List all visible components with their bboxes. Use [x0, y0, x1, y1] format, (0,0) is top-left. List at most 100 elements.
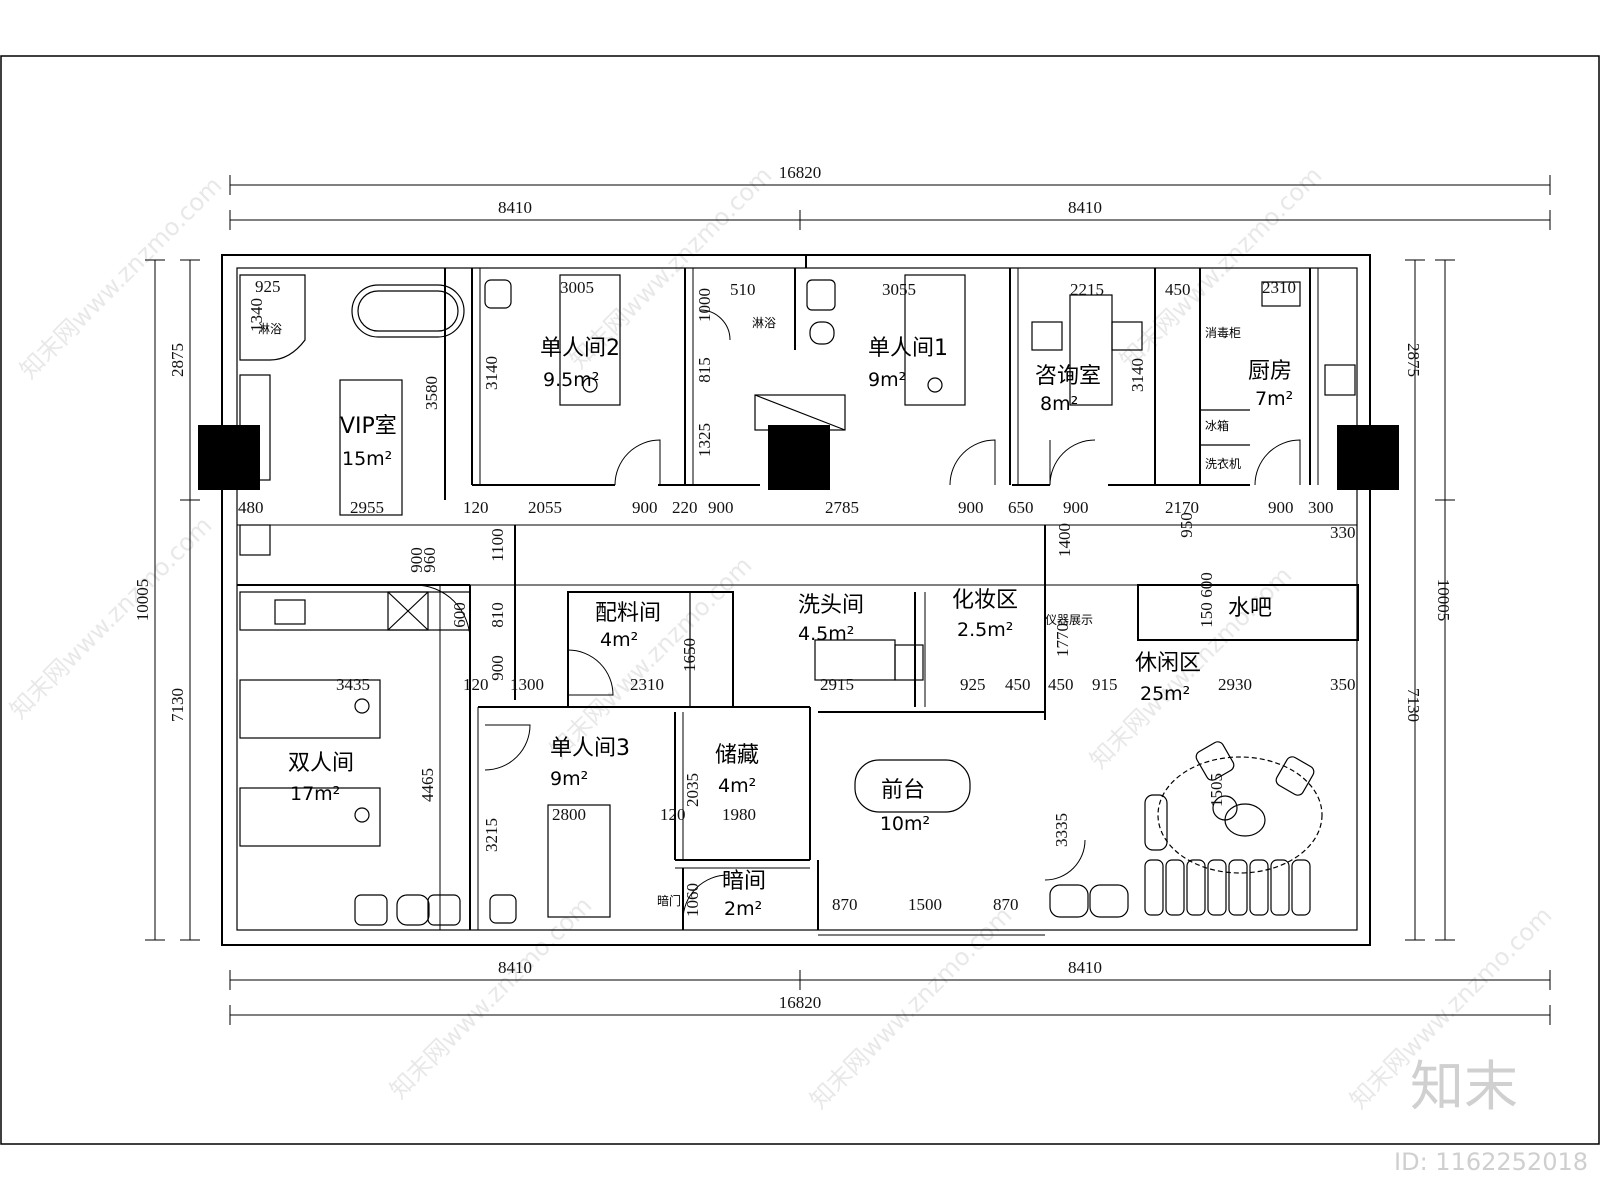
dim-text: 1325 — [695, 423, 714, 457]
dim-text: 3140 — [1128, 358, 1147, 392]
label-washer: 洗衣机 — [1205, 456, 1241, 471]
room-area-consult: 8m² — [1040, 393, 1078, 415]
dim-text: 1650 — [680, 638, 699, 672]
dim-text: 1505 — [1207, 773, 1226, 807]
dim-text: 900 — [1063, 498, 1089, 517]
watermark-logo: 知末 — [1410, 1055, 1518, 1118]
dim-bottom-total: 16820 — [779, 993, 822, 1012]
dim-text: 2170 — [1165, 498, 1199, 517]
watermark-text: 知末网www.znzmo.com — [544, 551, 757, 764]
bed-icon — [904, 274, 966, 406]
dim-text: 3335 — [1052, 813, 1071, 847]
dim-text: 600 — [1197, 572, 1216, 598]
dim-text: 1340 — [247, 298, 266, 332]
dim-text: 2915 — [820, 675, 854, 694]
fixture-labels: 淋浴 淋浴 消毒柜 冰箱 洗衣机 仪器展示 暗门 — [258, 316, 1241, 908]
dim-text: 925 — [255, 277, 281, 296]
room-name-kitchen: 厨房 — [1248, 359, 1292, 384]
room-area-vip: 15m² — [342, 448, 392, 470]
room-area-hidden: 2m² — [724, 898, 762, 920]
room-name-wash: 洗头间 — [798, 593, 864, 618]
dim-right-upper: 2875 — [1404, 343, 1423, 377]
dim-text: 3215 — [482, 818, 501, 852]
dim-text: 900 — [958, 498, 984, 517]
room-name-storage: 储藏 — [715, 743, 759, 768]
room-name-consult: 咨询室 — [1035, 364, 1101, 389]
room-area-pantry: 4m² — [600, 629, 638, 651]
dim-text: 350 — [1330, 675, 1356, 694]
dim-text: 2785 — [825, 498, 859, 517]
dim-top-right: 8410 — [1068, 198, 1102, 217]
room-labels: VIP室 15m² 单人间2 9.5m² 单人间1 9m² 咨询室 8m² 厨房… — [288, 336, 1293, 920]
dim-text: 4465 — [418, 768, 437, 802]
bed-icon — [547, 804, 611, 918]
room-area-lounge: 25m² — [1140, 683, 1190, 705]
dim-text: 2930 — [1218, 675, 1252, 694]
room-area-double: 17m² — [290, 783, 340, 805]
reception-desk-icon — [854, 759, 971, 813]
room-name-vip: VIP室 — [340, 414, 397, 439]
door-swings — [414, 309, 1301, 921]
dim-text: 2310 — [630, 675, 664, 694]
dim-text: 900 — [1268, 498, 1294, 517]
bed-icon — [559, 274, 621, 406]
bed-icon — [239, 787, 381, 847]
dim-text: 3140 — [482, 356, 501, 390]
dim-text: 120 — [463, 498, 489, 517]
bed-icon — [239, 679, 381, 739]
dim-text: 450 — [1048, 675, 1074, 694]
dim-text: 1400 — [1055, 523, 1074, 557]
dim-bottom-left: 8410 — [498, 958, 532, 977]
dim-text: 1100 — [488, 528, 507, 561]
dim-right-lower: 7130 — [1404, 688, 1423, 722]
label-shower-vip: 淋浴 — [258, 322, 282, 336]
dim-text: 2955 — [350, 498, 384, 517]
watermark-text: 知末网www.znzmo.com — [804, 901, 1017, 1114]
dim-text: 900 — [488, 655, 507, 681]
dim-text: 870 — [832, 895, 858, 914]
dim-left-lower: 7130 — [168, 688, 187, 722]
dim-top-total: 16820 — [779, 163, 822, 182]
dim-text: 510 — [730, 280, 756, 299]
inner-dimensions: 925 3005 510 3055 2215 450 2310 1340 358… — [238, 277, 1356, 917]
drawing-frame — [0, 55, 1600, 1145]
dim-text: 1980 — [722, 805, 756, 824]
dim-text: 870 — [993, 895, 1019, 914]
watermark-id: ID: 1162252018 — [1394, 1148, 1588, 1176]
room-name-water-bar: 水吧 — [1228, 596, 1272, 621]
dim-text: 900 — [407, 547, 426, 573]
dim-text: 950 — [1177, 512, 1196, 538]
dim-text: 450 — [1005, 675, 1031, 694]
column — [768, 425, 830, 490]
dim-left-upper: 2875 — [168, 343, 187, 377]
dim-text: 960 — [420, 547, 439, 573]
dim-text: 3055 — [882, 280, 916, 299]
label-disinfect-cabinet: 消毒柜 — [1205, 326, 1241, 340]
dim-text: 1000 — [695, 288, 714, 322]
room-area-single-3: 9m² — [550, 768, 588, 790]
label-fridge: 冰箱 — [1205, 418, 1229, 433]
room-area-reception: 10m² — [880, 813, 930, 835]
dim-text: 120 — [660, 805, 686, 824]
dim-text: 330 — [1330, 523, 1356, 542]
dim-text: 3435 — [336, 675, 370, 694]
column — [1337, 425, 1399, 490]
furniture — [239, 274, 1356, 926]
dim-text: 2800 — [552, 805, 586, 824]
dim-left-total: 10005 — [133, 579, 152, 622]
dim-text: 1060 — [683, 883, 702, 917]
bathtub-icon — [351, 284, 465, 338]
room-name-reception: 前台 — [881, 778, 925, 803]
dim-text: 480 — [238, 498, 264, 517]
label-hidden-door: 暗门 — [657, 893, 681, 908]
walls — [221, 254, 1371, 946]
dim-text: 900 — [708, 498, 734, 517]
label-instrument-display: 仪器展示 — [1045, 613, 1093, 627]
label-shower-single: 淋浴 — [752, 316, 776, 330]
room-name-single-1: 单人间1 — [868, 336, 948, 361]
dim-bottom-right: 8410 — [1068, 958, 1102, 977]
room-name-makeup: 化妆区 — [952, 588, 1018, 613]
room-name-single-3: 单人间3 — [550, 736, 630, 761]
dim-text: 815 — [695, 357, 714, 383]
